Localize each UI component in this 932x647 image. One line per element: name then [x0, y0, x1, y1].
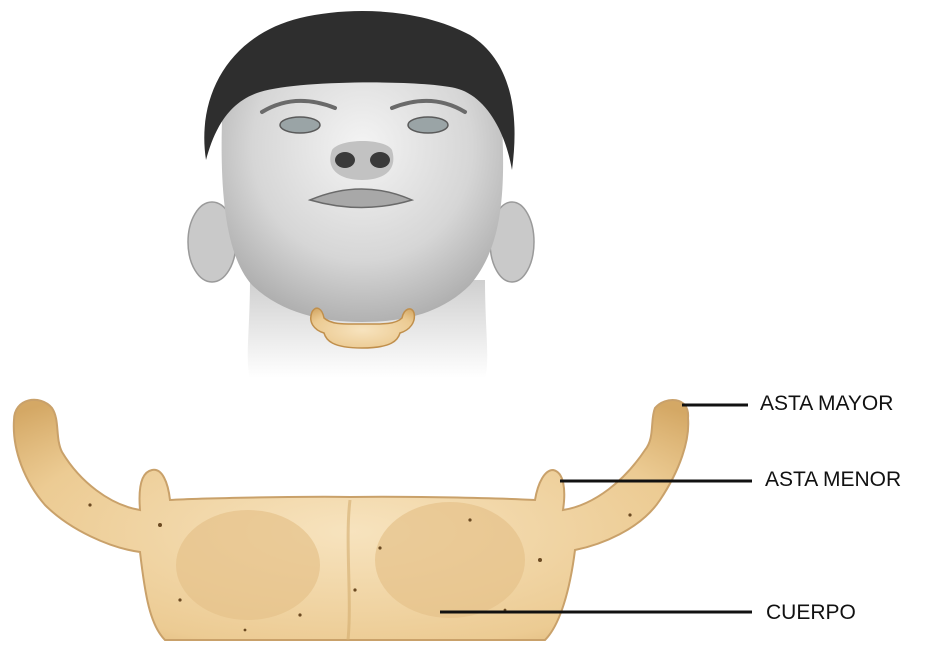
hyoid-body-outline [14, 400, 688, 640]
label-asta-menor: ASTA MENOR [765, 469, 901, 490]
label-cuerpo: CUERPO [766, 602, 856, 623]
hyoid-bone-large [14, 400, 688, 640]
body-midline [348, 500, 350, 640]
head-illustration [188, 11, 534, 378]
left-eye [280, 117, 320, 133]
label-asta-mayor: ASTA MAYOR [760, 393, 893, 414]
body-left-fossa [176, 510, 320, 620]
right-nostril [370, 152, 390, 168]
left-nostril [335, 152, 355, 168]
right-eye [408, 117, 448, 133]
body-right-fossa [375, 502, 525, 618]
